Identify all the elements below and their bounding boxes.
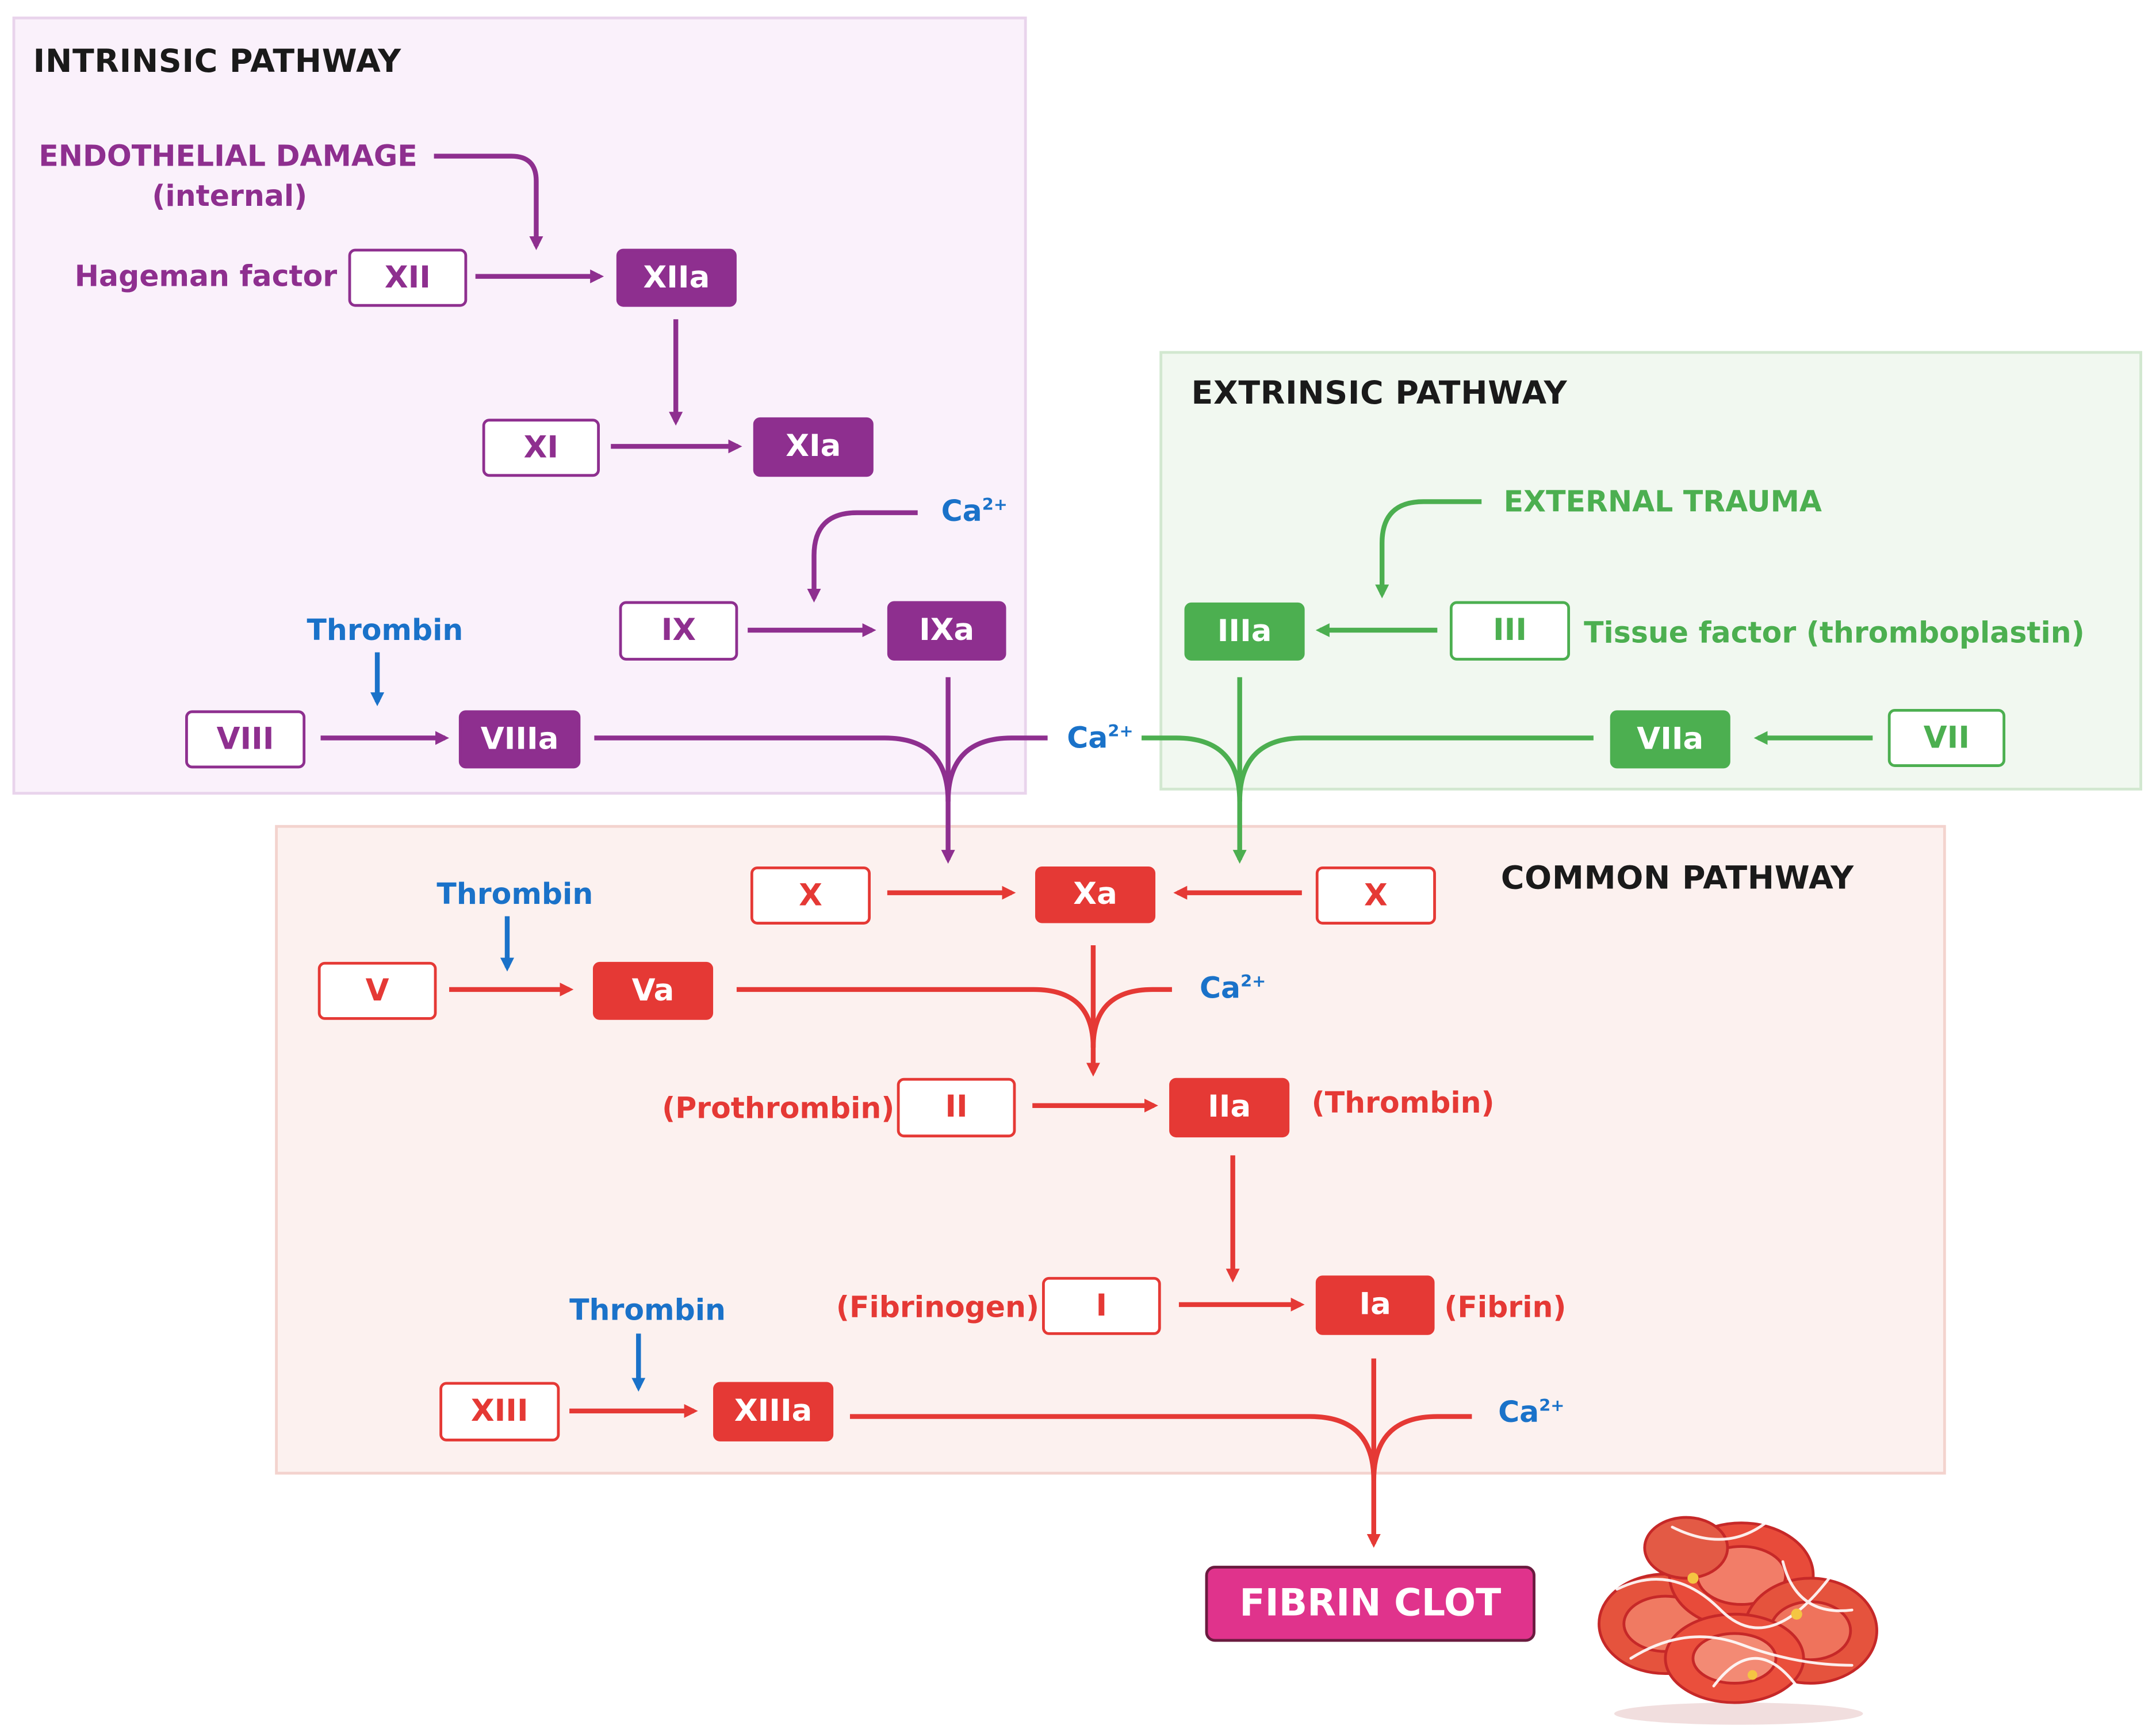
- factor-ix-box: IX: [619, 601, 738, 661]
- factor-viiia-box: VIIIa: [458, 710, 581, 769]
- thrombin-label-viii: Thrombin: [307, 614, 464, 647]
- factor-viii-box: VIII: [185, 710, 306, 769]
- factor-xi-box: XI: [482, 419, 600, 477]
- calcium-label-junction: Ca2+: [1067, 721, 1133, 755]
- factor-iiia-box: IIIa: [1184, 602, 1305, 661]
- factor-xia-box: XIa: [753, 417, 874, 477]
- common-pathway-title: COMMON PATHWAY: [1500, 861, 1854, 897]
- factor-xiii-box: XIII: [439, 1382, 560, 1441]
- factor-xiiia-box: XIIIa: [713, 1382, 834, 1441]
- factor-xa-box: Xa: [1035, 866, 1156, 923]
- factor-ia-box: Ia: [1315, 1275, 1435, 1335]
- thrombin-label-v: Thrombin: [436, 877, 593, 911]
- factor-vii-box: VII: [1887, 708, 2006, 767]
- hageman-factor-label: Hageman factor: [74, 259, 338, 293]
- factor-iii-box: III: [1449, 601, 1571, 661]
- thrombin-name-label: (Thrombin): [1311, 1086, 1495, 1119]
- thrombin-label-xiii: Thrombin: [569, 1293, 726, 1327]
- fibrin-clot-illustration: [1598, 1516, 1878, 1725]
- factor-iia-box: IIa: [1169, 1078, 1290, 1138]
- fibrin-clot-box: FIBRIN CLOT: [1205, 1566, 1535, 1642]
- calcium-label-intrinsic: Ca2+: [941, 494, 1008, 528]
- factor-xii-box: XII: [348, 248, 468, 307]
- endothelial-damage-label: ENDOTHELIAL DAMAGE: [39, 139, 418, 173]
- factor-ixa-box: IXa: [887, 601, 1006, 661]
- calcium-label-common-1: Ca2+: [1199, 971, 1266, 1005]
- extrinsic-pathway-title: EXTRINSIC PATHWAY: [1191, 375, 1568, 412]
- prothrombin-label: (Prothrombin): [662, 1091, 895, 1125]
- calcium-label-common-2: Ca2+: [1498, 1395, 1565, 1429]
- factor-x-right-box: X: [1315, 866, 1436, 925]
- intrinsic-pathway-panel: [12, 16, 1027, 795]
- fibrinogen-label: (Fibrinogen): [836, 1290, 1040, 1324]
- tissue-factor-label: Tissue factor (thromboplastin): [1584, 616, 2085, 650]
- factor-viia-box: VIIa: [1610, 710, 1730, 769]
- factor-va-box: Va: [592, 961, 714, 1020]
- factor-v-box: V: [317, 961, 437, 1020]
- intrinsic-pathway-title: INTRINSIC PATHWAY: [33, 44, 401, 80]
- factor-x-left-box: X: [750, 866, 871, 925]
- factor-xiia-box: XIIa: [616, 248, 737, 307]
- internal-label: (internal): [152, 179, 308, 213]
- factor-i-box: I: [1042, 1276, 1161, 1335]
- factor-ii-box: II: [897, 1078, 1016, 1138]
- fibrin-label: (Fibrin): [1444, 1290, 1567, 1324]
- common-pathway-panel: [275, 825, 1946, 1475]
- external-trauma-label: EXTERNAL TRAUMA: [1503, 485, 1822, 519]
